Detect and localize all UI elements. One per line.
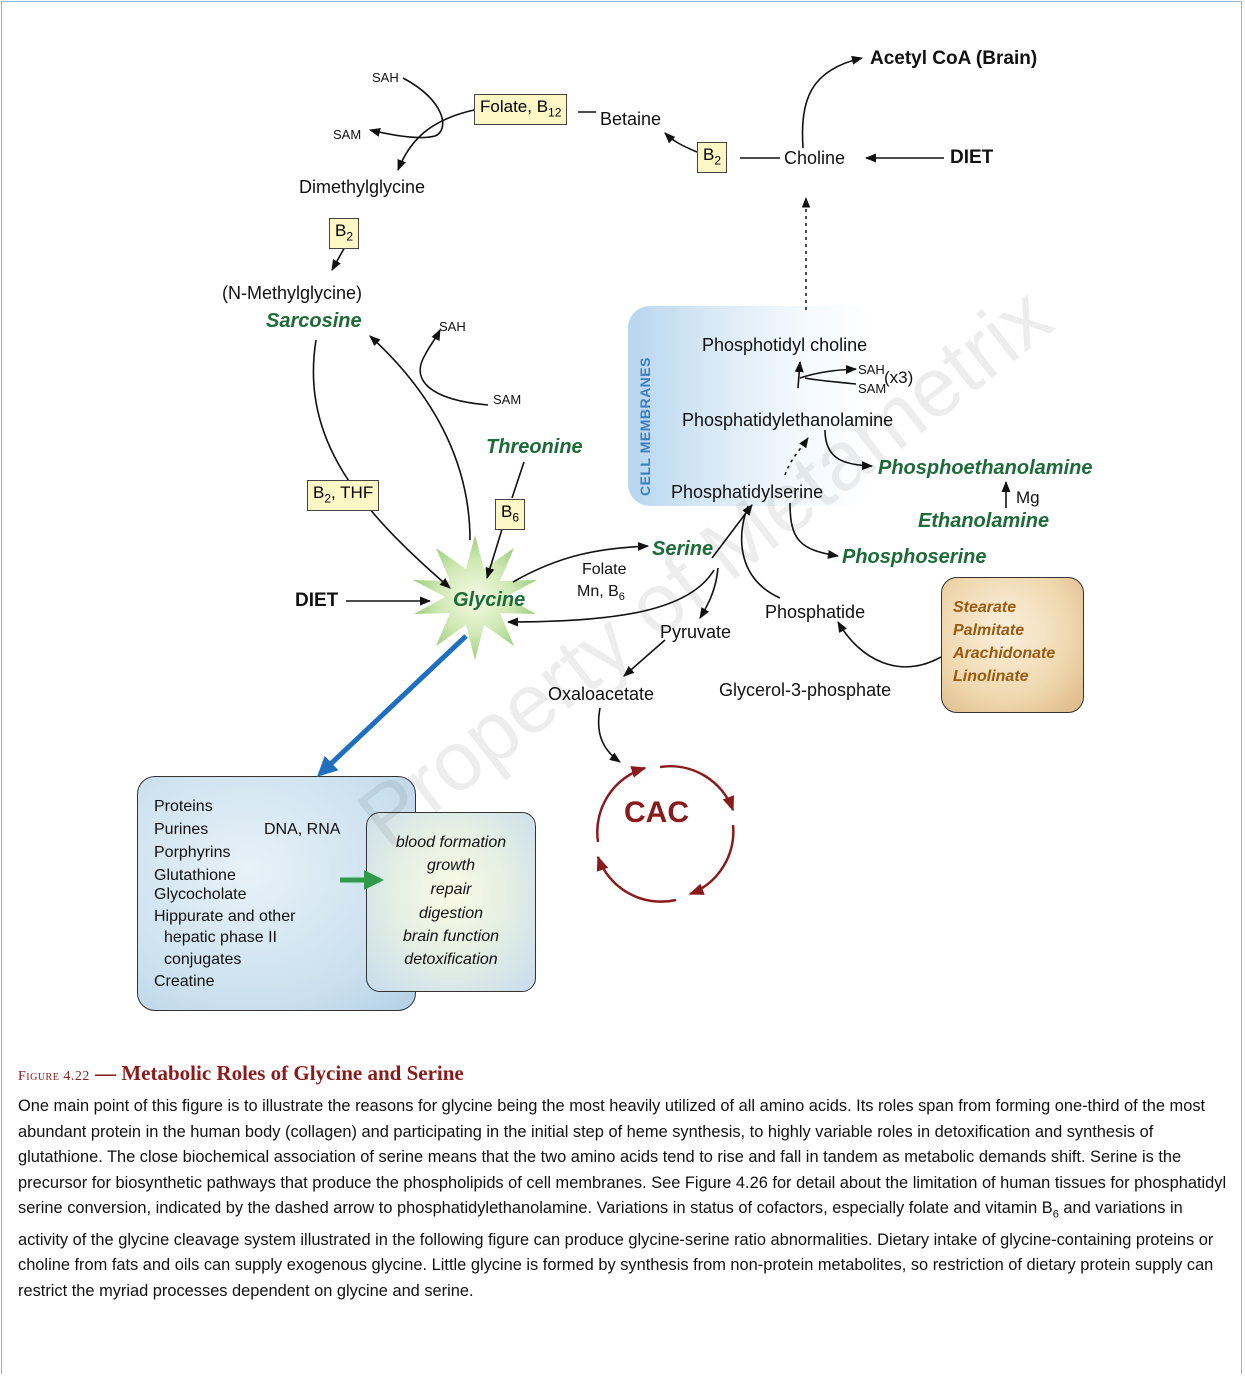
pathway-diagram: [312, 55, 1011, 903]
phosphoethanolamine-label: Phosphoethanolamine: [878, 457, 1093, 479]
sam-top-label: SAM: [333, 127, 362, 142]
uses-item: hepatic phase II: [164, 929, 277, 946]
uses-item: Purines: [154, 821, 209, 838]
sarcosine-label: Sarcosine: [266, 310, 362, 332]
figure-title: Metabolic Roles of Glycine and Serine: [121, 1061, 464, 1085]
phosphatidylserine-label: Phosphatidylserine: [671, 482, 824, 502]
diet-glycine-label: DIET: [295, 590, 339, 611]
phosphoserine-label: Phosphoserine: [842, 546, 987, 568]
ethanolamine-label: Ethanolamine: [918, 510, 1050, 532]
glycerol-3-phosphate-label: Glycerol-3-phosphate: [719, 680, 892, 700]
b2-dmg-cofactor: B2: [329, 218, 360, 250]
threonine-label: Threonine: [486, 436, 583, 458]
uses-item: Hippurate and other: [154, 908, 296, 925]
sam-mid-label: SAM: [493, 392, 522, 407]
uses-item: Porphyrins: [154, 844, 231, 861]
fatty-acid-item: Stearate: [953, 599, 1017, 616]
phosphatidylethanolamine-label: Phosphatidylethanolamine: [682, 410, 894, 430]
acetyl-coa-label: Acetyl CoA (Brain): [870, 48, 1038, 69]
function-item: repair: [430, 881, 472, 898]
function-item: digestion: [418, 905, 484, 922]
serine-label: Serine: [652, 538, 714, 560]
dimethylglycine-label: Dimethylglycine: [299, 177, 426, 197]
uses-item: Glycocholate: [154, 886, 247, 903]
x3-label: (x3): [884, 368, 914, 387]
function-item: growth: [426, 857, 476, 874]
diet-choline-label: DIET: [950, 147, 994, 168]
b2-thf-cofactor: B2, THF: [307, 480, 380, 512]
functions-box: [366, 812, 536, 992]
function-item: brain function: [402, 928, 500, 945]
mg-label: Mg: [1016, 488, 1040, 507]
cell-membranes-region: [628, 306, 872, 506]
fatty-acids-box: [941, 577, 1084, 713]
uses-item: Proteins: [154, 798, 213, 815]
phosphotidyl-choline-label: Phosphotidyl choline: [702, 335, 868, 355]
uses-item: conjugates: [164, 951, 242, 968]
cac-label: CAC: [624, 796, 689, 829]
figure-label: Figure 4.22: [18, 1069, 90, 1084]
fatty-acid-item: Linolinate: [953, 668, 1029, 685]
glycine-uses-arrow: [317, 634, 468, 777]
figure-caption-heading: Figure 4.22 — Metabolic Roles of Glycine…: [18, 1061, 464, 1086]
caption-dash: —: [89, 1061, 122, 1085]
cac-cycle: [596, 765, 735, 903]
glycine-starburst: [413, 535, 537, 660]
sah-pc-label: SAH: [858, 362, 885, 377]
figure-caption-body: One main point of this figure is to illu…: [18, 1097, 1227, 1300]
phosphatide-label: Phosphatide: [765, 602, 866, 622]
pyruvate-label: Pyruvate: [660, 622, 732, 642]
dna-rna-label: DNA, RNA: [264, 821, 341, 838]
sam-pc-label: SAM: [858, 381, 887, 396]
fatty-acid-item: Arachidonate: [953, 645, 1056, 662]
choline-label: Choline: [784, 148, 846, 168]
function-item: blood formation: [395, 834, 507, 851]
n-methylglycine-label: (N-Methylglycine): [222, 283, 363, 303]
sah-mid-label: SAH: [439, 319, 466, 334]
b2-choline-cofactor: B2: [697, 142, 728, 174]
folate-label: Folate: [582, 561, 627, 578]
oxaloacetate-label: Oxaloacetate: [548, 684, 655, 704]
b6-threonine-cofactor: B6: [495, 499, 526, 531]
uses-item: Creatine: [154, 973, 215, 990]
uses-item: Glutathione: [154, 867, 236, 884]
folate-b12-cofactor: Folate, B12: [474, 94, 568, 126]
glycine-label: Glycine: [453, 589, 526, 611]
betaine-label: Betaine: [600, 109, 662, 129]
function-item: detoxification: [404, 951, 498, 968]
fatty-acid-item: Palmitate: [953, 622, 1025, 639]
mn-b6-label: Mn, B6: [577, 583, 625, 604]
sah-top-label: SAH: [372, 70, 399, 85]
